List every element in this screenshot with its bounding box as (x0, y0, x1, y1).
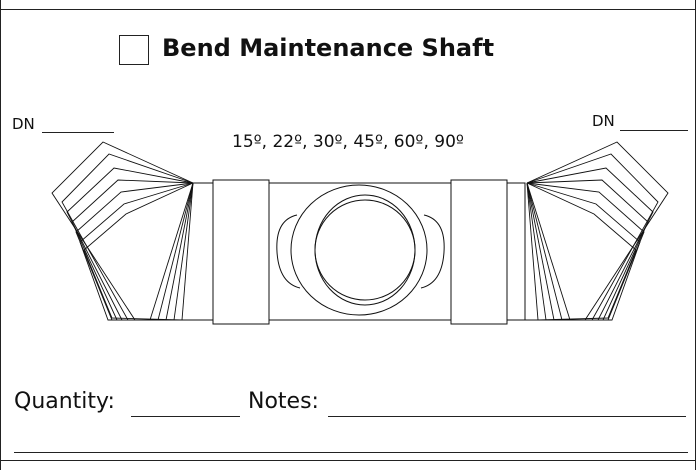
angle-options-label: 15º, 22º, 30º, 45º, 60º, 90º (232, 132, 464, 152)
left-bend-fan (51, 141, 213, 321)
notes-continuation-field[interactable] (14, 452, 688, 453)
product-title: Bend Maintenance Shaft (162, 34, 495, 62)
opening-right-lobe (420, 214, 445, 289)
right-socket (450, 179, 508, 325)
notes-label: Notes: (248, 389, 319, 414)
opening-outer-ring (290, 184, 428, 316)
bottom-border (0, 460, 696, 461)
notes-field[interactable] (328, 416, 686, 417)
right-bend-fan (507, 141, 669, 321)
dn-right-label: DN (592, 112, 615, 130)
opening-inner-ring (314, 194, 416, 306)
quantity-field[interactable] (131, 416, 240, 417)
left-socket (212, 179, 270, 325)
opening-left-lobe (276, 214, 301, 289)
select-checkbox[interactable] (119, 35, 149, 65)
dn-left-field[interactable] (42, 132, 114, 133)
dn-right-field[interactable] (620, 130, 688, 131)
opening-cap (314, 199, 416, 301)
quantity-label: Quantity: (14, 389, 115, 414)
top-border (0, 9, 696, 10)
dn-left-label: DN (12, 115, 35, 133)
